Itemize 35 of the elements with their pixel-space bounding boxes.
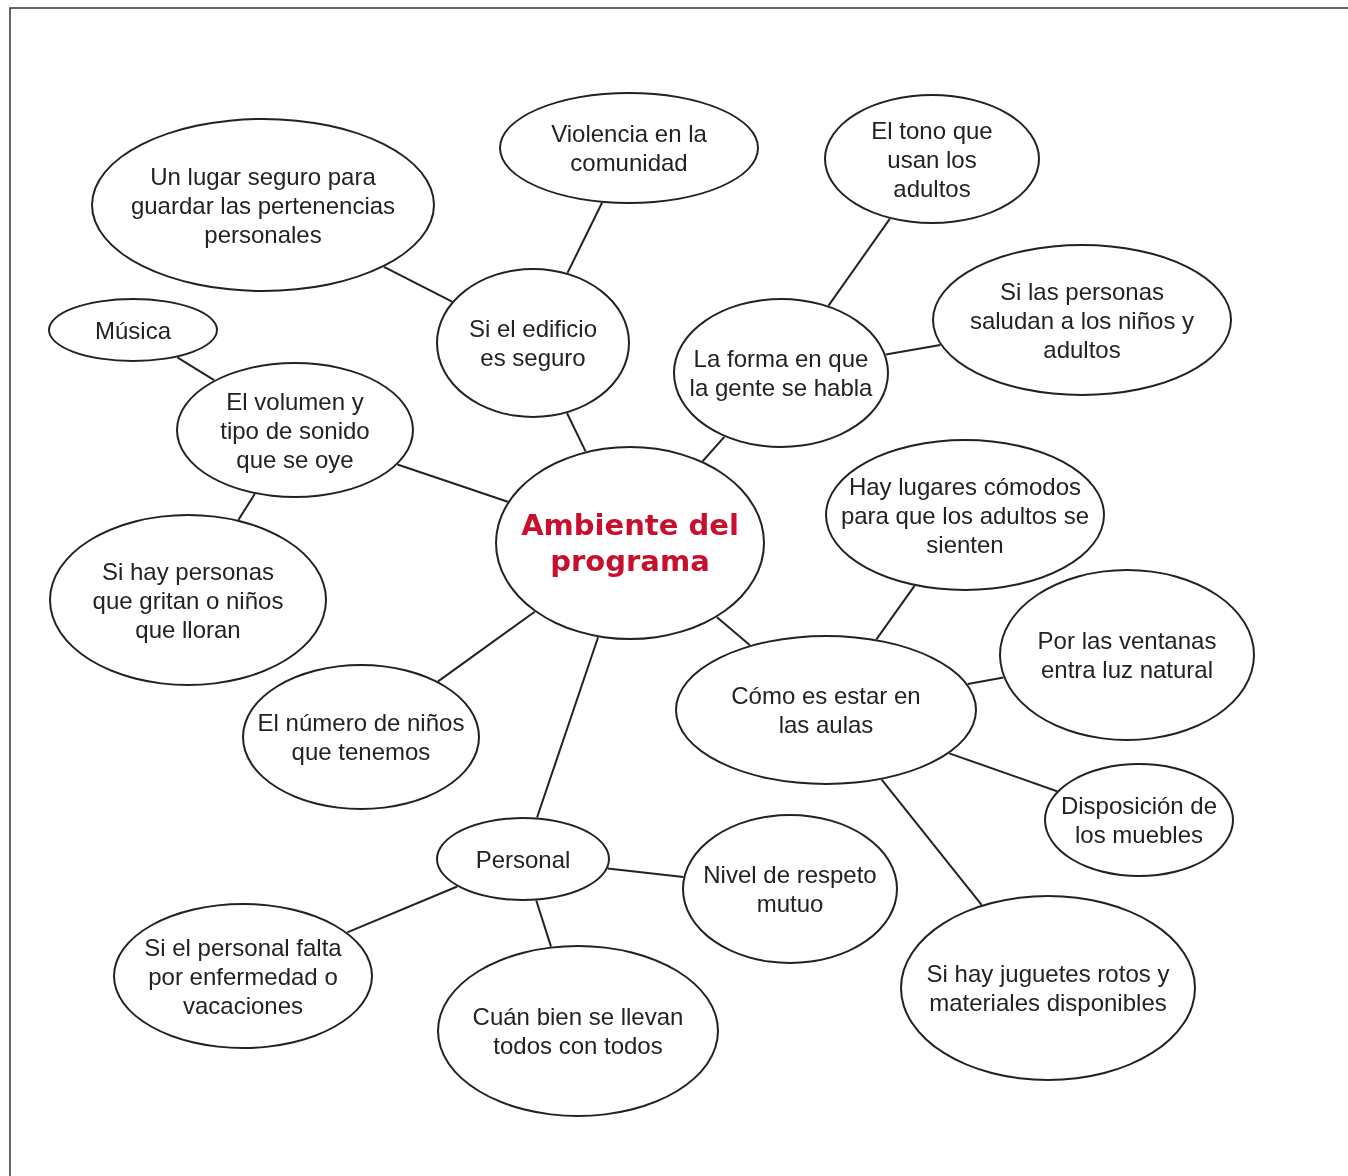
topic-text: Disposición de los muebles bbox=[1059, 791, 1219, 849]
topic-text: Si el edificio es seguro bbox=[467, 314, 599, 372]
connector-line bbox=[827, 217, 891, 307]
topic-text: Nivel de respeto mutuo bbox=[702, 860, 878, 918]
connector-line bbox=[396, 463, 509, 503]
connector-line bbox=[383, 265, 454, 303]
connector-line bbox=[948, 752, 1059, 793]
topic-text: Cuán bien se llevan todos con todos bbox=[471, 1002, 685, 1060]
connector-line bbox=[701, 435, 726, 463]
topic-text: Violencia en la comunidad bbox=[550, 119, 708, 177]
connector-line bbox=[237, 493, 256, 521]
topic-text: Un lugar seguro para guardar las pertenencias personales bbox=[129, 161, 397, 249]
topic-text: La forma en que la gente se habla bbox=[688, 344, 874, 402]
topic-text: Si el personal falta por enfermedad o vacaciones bbox=[143, 932, 343, 1020]
topic-text: El tono que usan los adultos bbox=[870, 115, 994, 203]
topic-text: Si hay juguetes rotos y materiales disponibles bbox=[925, 959, 1171, 1017]
topic-text: El volumen y tipo de sonido que se oye bbox=[219, 386, 371, 474]
topic-text: El número de niños que tenemos bbox=[256, 708, 466, 766]
connector-line bbox=[437, 610, 536, 683]
topic-text: Hay lugares cómodos para que los adultos se sienten bbox=[839, 471, 1091, 559]
connector-line bbox=[566, 201, 604, 274]
connector-line bbox=[346, 885, 459, 934]
topic-text: Si hay personas que gritan o niños que lloran bbox=[91, 556, 285, 644]
topic-text: Personal bbox=[475, 844, 571, 874]
topic-text: Si las personas saludan a los niños y adultos bbox=[968, 276, 1196, 364]
topic-text: Por las ventanas entra luz natural bbox=[1036, 626, 1218, 684]
topic-text: Música bbox=[95, 315, 171, 345]
connector-line bbox=[880, 778, 983, 906]
connector-line bbox=[875, 584, 916, 641]
connector-line bbox=[535, 899, 552, 948]
connector-line bbox=[716, 616, 751, 647]
topic-text: Cómo es estar en las aulas bbox=[730, 681, 922, 739]
central-topic-text: Ambiente del programa bbox=[520, 507, 740, 579]
connector-line bbox=[176, 356, 216, 382]
connector-line bbox=[566, 412, 587, 453]
